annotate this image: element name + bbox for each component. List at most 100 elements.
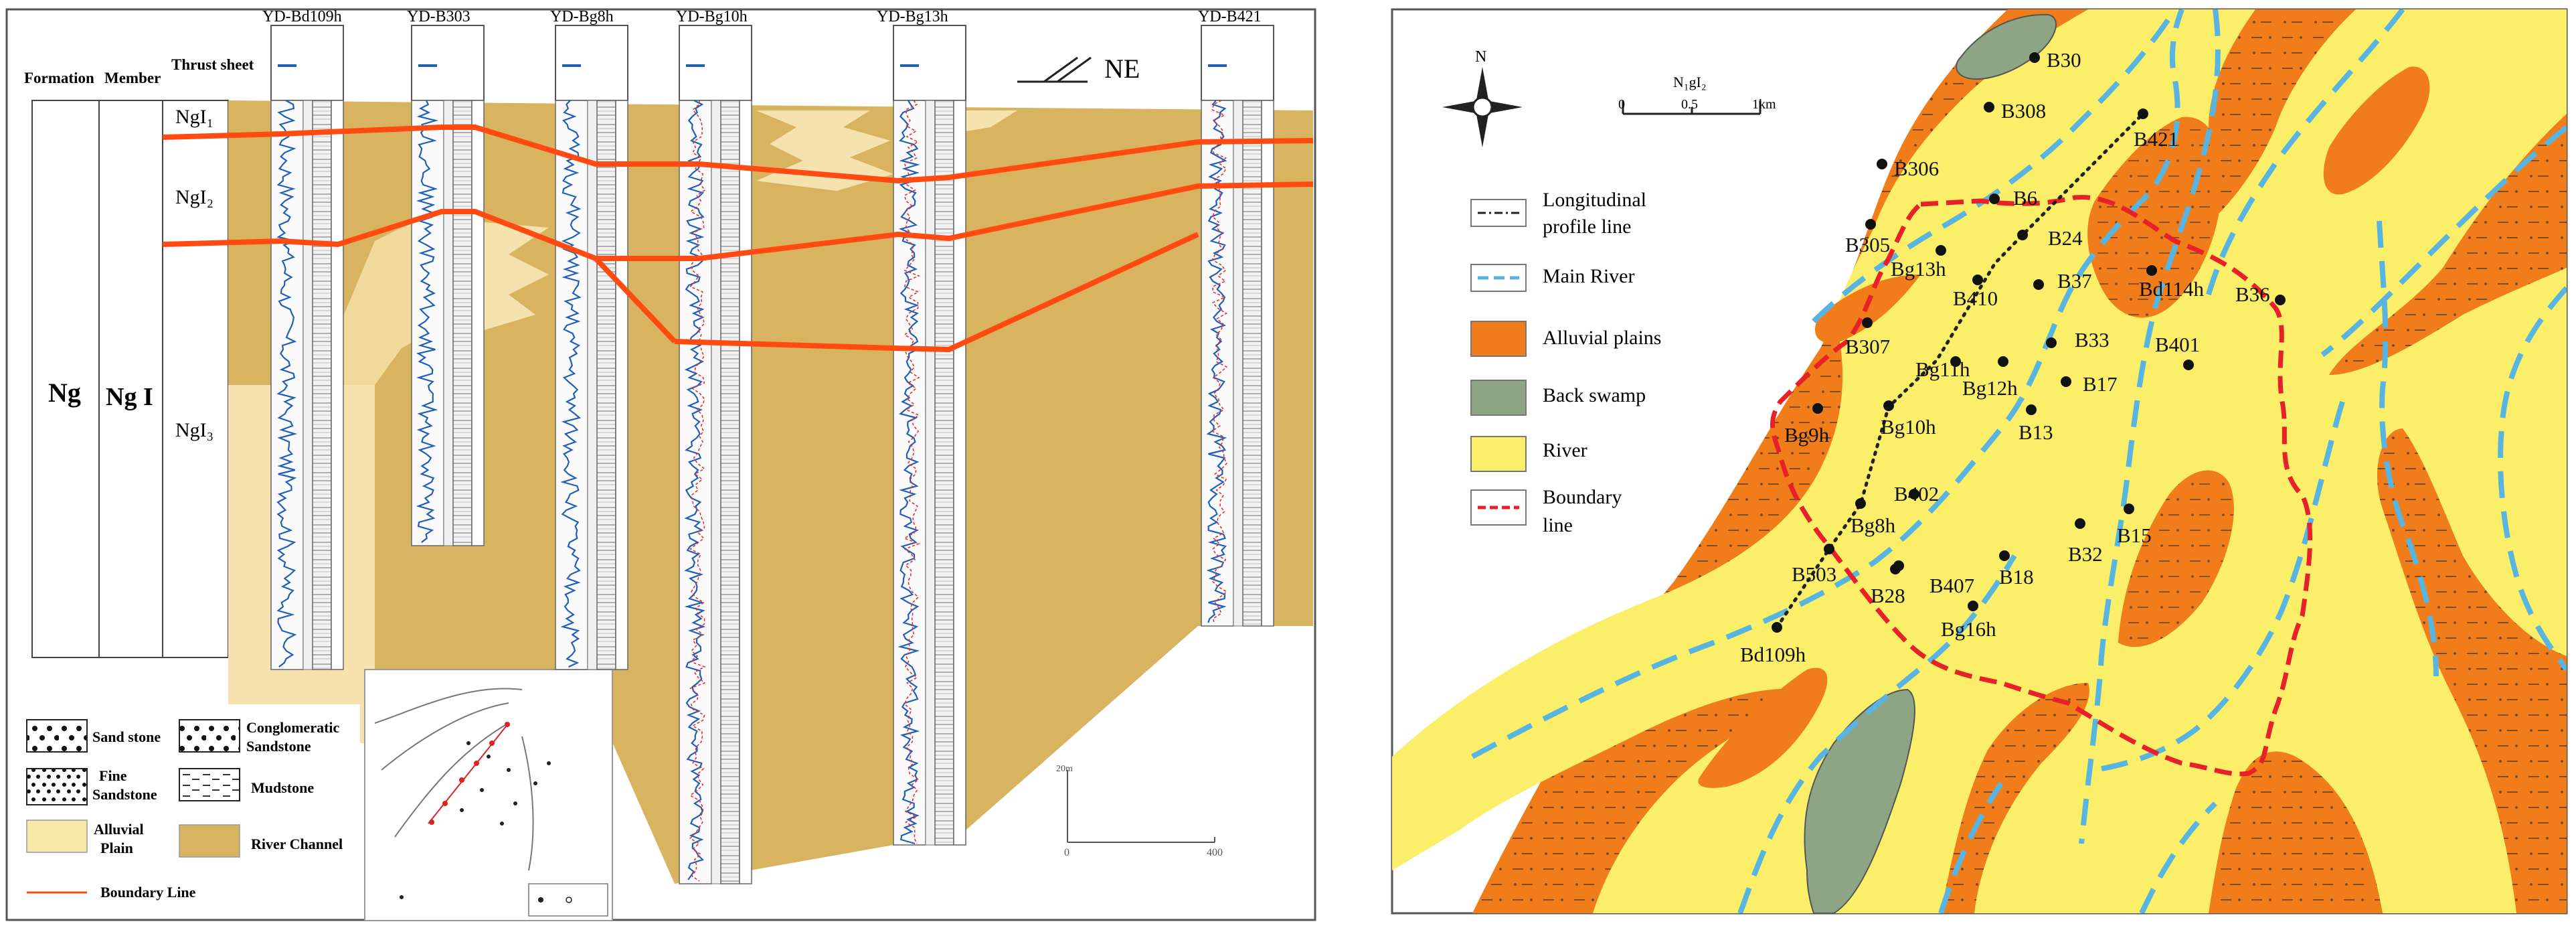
back-swamp-swatch	[1470, 380, 1527, 416]
map-scale-bar: N₁gI₂ 0 0.5 1km	[1618, 74, 1776, 115]
mudstone-swatch	[179, 768, 240, 801]
well-label: Bg8h	[1851, 514, 1896, 537]
lithology-track	[596, 100, 616, 670]
section-scale-bar: 20m 0 400	[1056, 764, 1223, 858]
well-point	[1772, 622, 1782, 633]
well-point	[2075, 518, 2085, 529]
well-label: Bg12h	[1962, 376, 2018, 400]
gr-track	[411, 100, 444, 546]
depth-track	[925, 100, 936, 846]
well-point	[2146, 265, 2157, 276]
map-well: Bg10h	[1881, 400, 1936, 439]
map-well: Bg12h	[1962, 356, 2018, 400]
well-point	[1972, 275, 1983, 285]
map-well: B401	[2155, 333, 2200, 370]
well-label: B13	[2019, 420, 2053, 444]
well-point	[1877, 159, 1887, 169]
river-area	[1392, 9, 2567, 913]
well-point	[2138, 108, 2148, 119]
well-label: Bg11h	[1915, 358, 1970, 381]
map-well: B306	[1877, 157, 1939, 180]
well-label: Bg13h	[1891, 257, 1946, 281]
well-name-b303: YD-B303	[407, 8, 470, 25]
well-log-header	[679, 25, 752, 101]
well-log-header	[411, 25, 485, 101]
boundary-line-lower	[674, 232, 1199, 353]
scale-start-label: 0	[1064, 847, 1069, 858]
well-label: B30	[2047, 48, 2081, 72]
well-log-6	[1201, 25, 1274, 627]
interp-track	[953, 100, 966, 846]
well-name-bg10h: YD-Bg10h	[676, 8, 748, 25]
map-well: B307	[1845, 317, 1890, 358]
map-well: B36	[2235, 283, 2286, 306]
map-well: B402	[1894, 482, 1939, 505]
well-label: Bg9h	[1784, 423, 1830, 447]
river-label: River	[1543, 439, 1587, 461]
thrust-sheet-header: Thrust sheet	[171, 56, 254, 73]
map-well: B33	[2046, 328, 2110, 352]
well-point	[1824, 544, 1834, 554]
map-well: B13	[2019, 404, 2053, 444]
map-well: B37	[2033, 269, 2092, 293]
well-point	[1950, 356, 1961, 367]
well-point	[1999, 550, 2010, 561]
map-well: B503	[1792, 544, 1836, 586]
boundary-line-label: Boundary Line	[100, 884, 196, 901]
well-label: B33	[2075, 328, 2110, 352]
boundary-line-link	[594, 256, 677, 343]
well-point	[2046, 337, 2057, 348]
lithology-track	[720, 100, 740, 884]
depth-track	[587, 100, 598, 670]
map-well: B6	[1989, 186, 2037, 210]
map-well: B308	[1984, 99, 2046, 123]
well-log-4	[679, 25, 752, 884]
back-swamp-label: Back swamp	[1543, 384, 1646, 406]
map-well: B15	[2117, 503, 2152, 547]
back-swamp-2	[1804, 688, 1915, 913]
alluvial-island-3-texture	[2118, 470, 2234, 647]
well-point	[2017, 230, 2028, 240]
sheet-ng1-3-label: NgI₃	[175, 419, 213, 441]
back-swamp-1	[1956, 13, 2057, 80]
map-scale-title: N₁gI₂	[1673, 74, 1707, 90]
well-label: B421	[2134, 127, 2178, 151]
main-river-label: Main River	[1543, 265, 1634, 287]
map-well: Bg11h	[1915, 356, 1970, 381]
ne-label: NE	[1104, 54, 1140, 84]
well-point	[1998, 356, 2008, 367]
lithology-track	[934, 100, 954, 846]
longitudinal-profile-line	[1775, 112, 2145, 629]
well-label: B305	[1845, 233, 1890, 256]
well-label: B15	[2117, 524, 2152, 547]
gr-curve	[897, 100, 920, 845]
lithology-track	[312, 100, 332, 670]
well-log-header	[1201, 25, 1274, 101]
ne-direction-arrow: NE	[1017, 54, 1140, 84]
well-label: B24	[2048, 226, 2083, 250]
lithology-track	[1242, 100, 1262, 627]
depth-track	[303, 100, 313, 670]
main-river-lines	[1471, 9, 2567, 913]
formation-column	[31, 100, 100, 658]
well-label: B36	[2235, 283, 2270, 306]
well-point	[1812, 403, 1823, 414]
map-well: Bg13h	[1891, 245, 1946, 281]
interp-track	[615, 100, 628, 670]
well-point	[2183, 360, 2194, 370]
sand-stone-swatch	[26, 719, 88, 753]
well-label: B307	[1845, 335, 1890, 358]
well-label: Bd109h	[1740, 643, 1806, 666]
depth-track	[443, 100, 454, 546]
well-label: B402	[1894, 482, 1939, 505]
map-well: B410	[1953, 275, 1998, 310]
alluvial-island-1-texture	[2087, 116, 2222, 318]
well-name-bd109h: YD-Bd109h	[262, 8, 342, 25]
